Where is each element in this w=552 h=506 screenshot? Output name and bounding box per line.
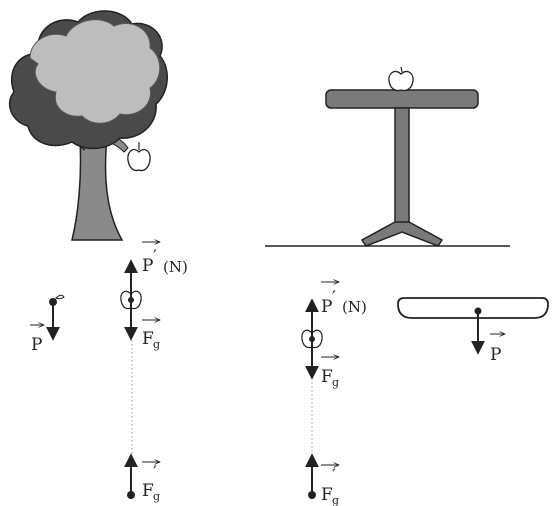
table-top-outline (397, 297, 549, 319)
reaction-label: P (321, 297, 332, 317)
gravity-reaction-label: F (142, 481, 154, 501)
table-top (325, 89, 479, 109)
apple-on-tree (127, 148, 151, 172)
table-scene (265, 66, 510, 247)
reaction-prime: ′ (153, 247, 157, 267)
reaction-label: P (142, 256, 153, 276)
gravity-label: F (321, 367, 333, 387)
reaction-prime: ′ (332, 288, 336, 308)
gravity-reaction-label: F (321, 485, 333, 505)
gravity-sub: g (153, 338, 160, 351)
forces-apple-table: P ′ (N) F g F g ′ (301, 282, 367, 506)
weight-label: P (490, 345, 501, 365)
apple-on-table (388, 70, 414, 92)
reaction-note: (N) (163, 258, 188, 276)
gravity-reaction-prime: ′ (153, 463, 157, 483)
gravity-reaction-prime: ′ (332, 466, 336, 486)
weight-label: P (31, 335, 42, 355)
apple-stem (400, 66, 403, 73)
apple-tree (8, 10, 168, 241)
gravity-label: F (142, 329, 154, 349)
forces-apple-tree: P ′ (N) F g F g ′ (120, 242, 188, 503)
gravity-sub: g (332, 376, 339, 389)
free-body-apple-tree: P (30, 294, 65, 355)
tree-foliage-light (29, 19, 161, 124)
gravity-reaction-sub: g (153, 490, 160, 503)
reaction-note: (N) (342, 298, 367, 316)
forces-table: P (397, 297, 549, 365)
apple-leaf-icon (55, 294, 65, 300)
table-foot (360, 221, 444, 247)
gravity-reaction-sub: g (332, 494, 339, 506)
table-leg (394, 107, 410, 227)
